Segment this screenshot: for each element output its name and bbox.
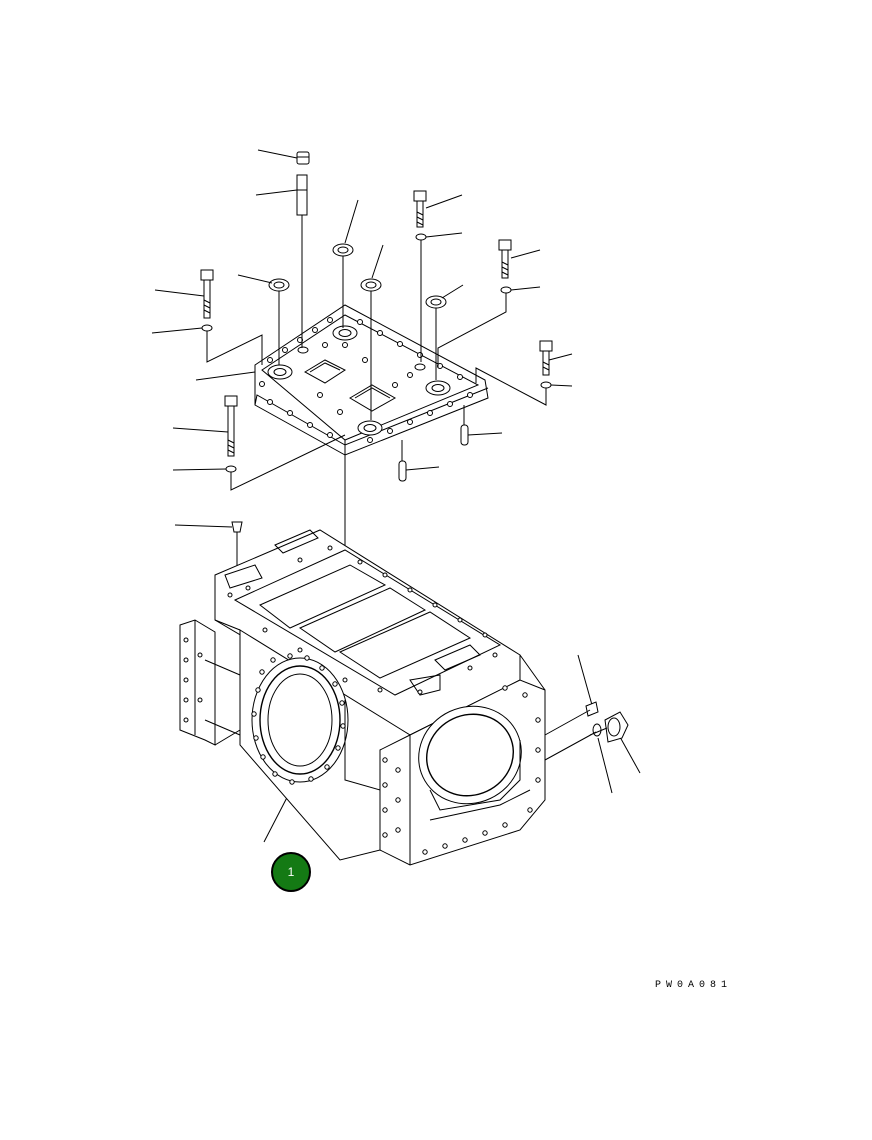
leader-lines (151, 149, 641, 843)
callout-part-1[interactable]: 1 (271, 852, 311, 892)
drawing-code: PW0A081 (655, 980, 733, 991)
side-fittings (544, 701, 629, 761)
fasteners (200, 151, 553, 680)
transmission-case (179, 529, 546, 866)
